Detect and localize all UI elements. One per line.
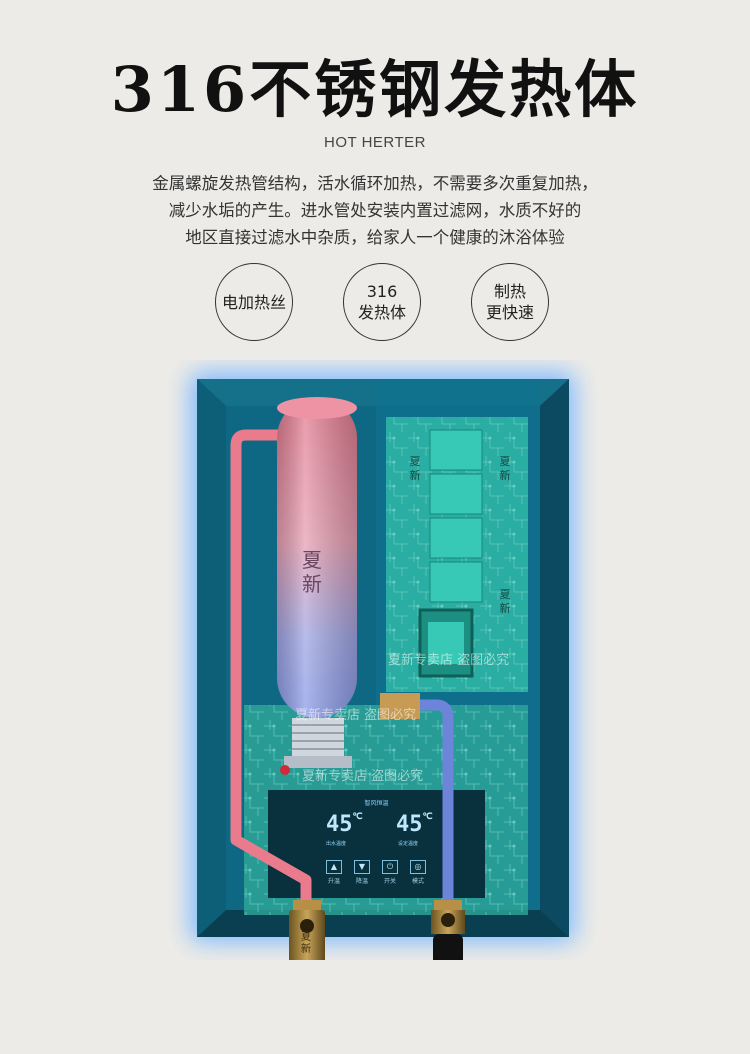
description-line: 金属螺旋发热管结构，活水循环加热，不需要多次重复加热， [152,174,598,193]
mode-icon: ◎ [410,860,426,874]
brand-char: 新 [302,572,322,596]
brand-char: 新 [301,944,311,955]
tank-brand: 夏 新 [302,548,322,596]
badge-text: 电加热丝 [221,292,286,312]
outlet-temp-value: 45 [326,812,353,837]
page-subtitle: HOT HERTER [324,134,426,151]
brand-char: 新 [499,469,511,482]
water-heater-diagram [190,372,575,968]
button-label: 开关 [383,878,396,885]
brand-char: 夏 [409,455,421,468]
button-label: 升温 [327,878,340,885]
brand-char: 夏 [302,548,322,572]
badge-text: 更快速 [485,303,534,322]
description: 金属螺旋发热管结构，活水循环加热，不需要多次重复加热， 减少水垢的产生。进水管处… [0,170,750,251]
brand-mark: 夏 新 [498,455,512,483]
badge-text: 316 [366,282,398,301]
outlet-temp-label: 出水温度 [326,841,347,847]
badge-text: 制热 [493,282,526,301]
button-label: 模式 [411,878,424,885]
brand-char: 夏 [301,932,311,943]
watermark: 夏新专卖店 盗图必究 [302,769,424,784]
water-heater-illustration: 夏 新 夏 新 夏 新 夏 新 夏 新 智风恒温 45℃ 45℃ 出水温度 设定… [0,360,750,968]
brand-mark: 夏 新 [498,588,512,616]
brand-mark: 夏 新 [408,455,422,483]
brand-char: 夏 [499,455,511,468]
badge-text: 发热体 [357,303,406,322]
button-label: 降温 [355,878,368,885]
watermark: 夏新专卖店 盗图必究 [388,653,510,668]
temp-up-button[interactable]: ▲ 升温 [324,860,344,885]
power-icon: ⏻ [382,860,398,874]
temp-unit: ℃ [422,812,433,822]
set-temp-label: 设定温度 [398,841,419,847]
temp-down-button[interactable]: ▼ 降温 [352,860,372,885]
power-button[interactable]: ⏻ 开关 [380,860,400,885]
brand-char: 夏 [499,588,511,601]
brand-char: 新 [499,602,511,615]
badge-fast-heating: 制热 更快速 [471,263,549,341]
temp-unit: ℃ [352,812,363,822]
set-temp-value: 45 [396,812,423,837]
valve-brand: 夏 新 [301,932,311,956]
chevron-down-icon: ▼ [354,860,370,874]
description-line: 减少水垢的产生。进水管处安装内置过滤网，水质不好的 [168,201,582,220]
mode-button[interactable]: ◎ 模式 [408,860,428,885]
brand-char: 新 [409,469,421,482]
control-display: 智风恒温 45℃ 45℃ 出水温度 设定温度 ▲ 升温 ▼ 降温 ⏻ 开关 ◎ … [268,790,485,898]
description-line: 地区直接过滤水中杂质，给家人一个健康的沐浴体验 [185,228,565,247]
watermark: 夏新专卖店 盗图必究 [295,708,417,723]
set-temp-readout: 45℃ [396,812,433,837]
chevron-up-icon: ▲ [326,860,342,874]
display-header: 智风恒温 [364,800,389,807]
outlet-temp-readout: 45℃ [326,812,363,837]
page-title: 316不锈钢发热体 [110,53,640,126]
badge-heating-wire: 电加热丝 [215,263,293,341]
badge-316-element: 316 发热体 [343,263,421,341]
